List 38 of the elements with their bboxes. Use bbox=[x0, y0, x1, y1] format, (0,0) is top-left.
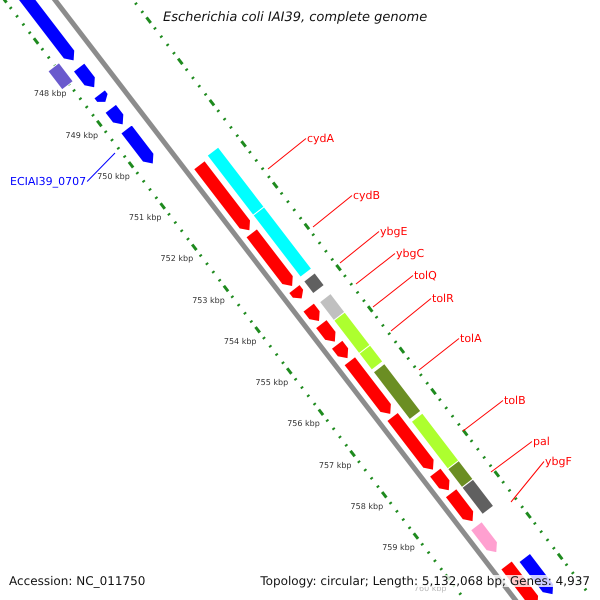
leader-line bbox=[268, 138, 306, 170]
scale-label: 755 kbp bbox=[256, 379, 288, 388]
leader-line bbox=[390, 298, 432, 332]
leader-line bbox=[312, 195, 352, 228]
gene-label: tolR bbox=[432, 293, 454, 304]
gene-label: tolA bbox=[460, 333, 482, 344]
gene-label: pal bbox=[533, 436, 550, 447]
scale-label: 749 kbp bbox=[66, 132, 98, 140]
scale-label: 750 kbp bbox=[97, 172, 130, 181]
leader-line bbox=[490, 441, 532, 472]
leader-line bbox=[86, 152, 116, 182]
gene-label: tolB bbox=[504, 395, 526, 406]
gene-label: ybgE bbox=[380, 226, 408, 237]
scale-label: 758 kbp bbox=[350, 502, 384, 511]
scale-label: 752 kbp bbox=[160, 255, 194, 264]
leader-line bbox=[510, 461, 544, 502]
leader-line bbox=[372, 275, 414, 308]
scale-label: 753 kbp bbox=[192, 296, 225, 305]
footer-text: Accession: NC_011750 bbox=[9, 575, 146, 587]
gene-label: ybgF bbox=[545, 456, 572, 467]
gene-label: cydA bbox=[307, 133, 334, 144]
leader-line bbox=[418, 338, 460, 370]
leader-line bbox=[462, 400, 504, 432]
scale-label: 756 kbp bbox=[287, 420, 320, 428]
gene-label: ybgC bbox=[396, 248, 424, 259]
gene-label: ECIAI39_0707 bbox=[10, 176, 86, 187]
scale-label: 751 kbp bbox=[128, 214, 162, 222]
scale-label: 748 kbp bbox=[34, 90, 66, 98]
leader-line bbox=[356, 253, 396, 284]
scale-label: 757 kbp bbox=[318, 462, 352, 470]
leader-line bbox=[340, 231, 380, 264]
scale-label: 759 kbp bbox=[382, 544, 415, 552]
title: Escherichia coli IAI39, complete genome bbox=[163, 11, 428, 24]
scale-label: 754 kbp bbox=[224, 338, 256, 346]
footer-text: Topology: circular; Length: 5,132,068 bp; Genes: 4,937 bbox=[260, 575, 590, 587]
gene-label: tolQ bbox=[414, 270, 437, 281]
gene-label: cydB bbox=[353, 190, 380, 201]
scale-label: 760 kbp bbox=[414, 585, 446, 594]
